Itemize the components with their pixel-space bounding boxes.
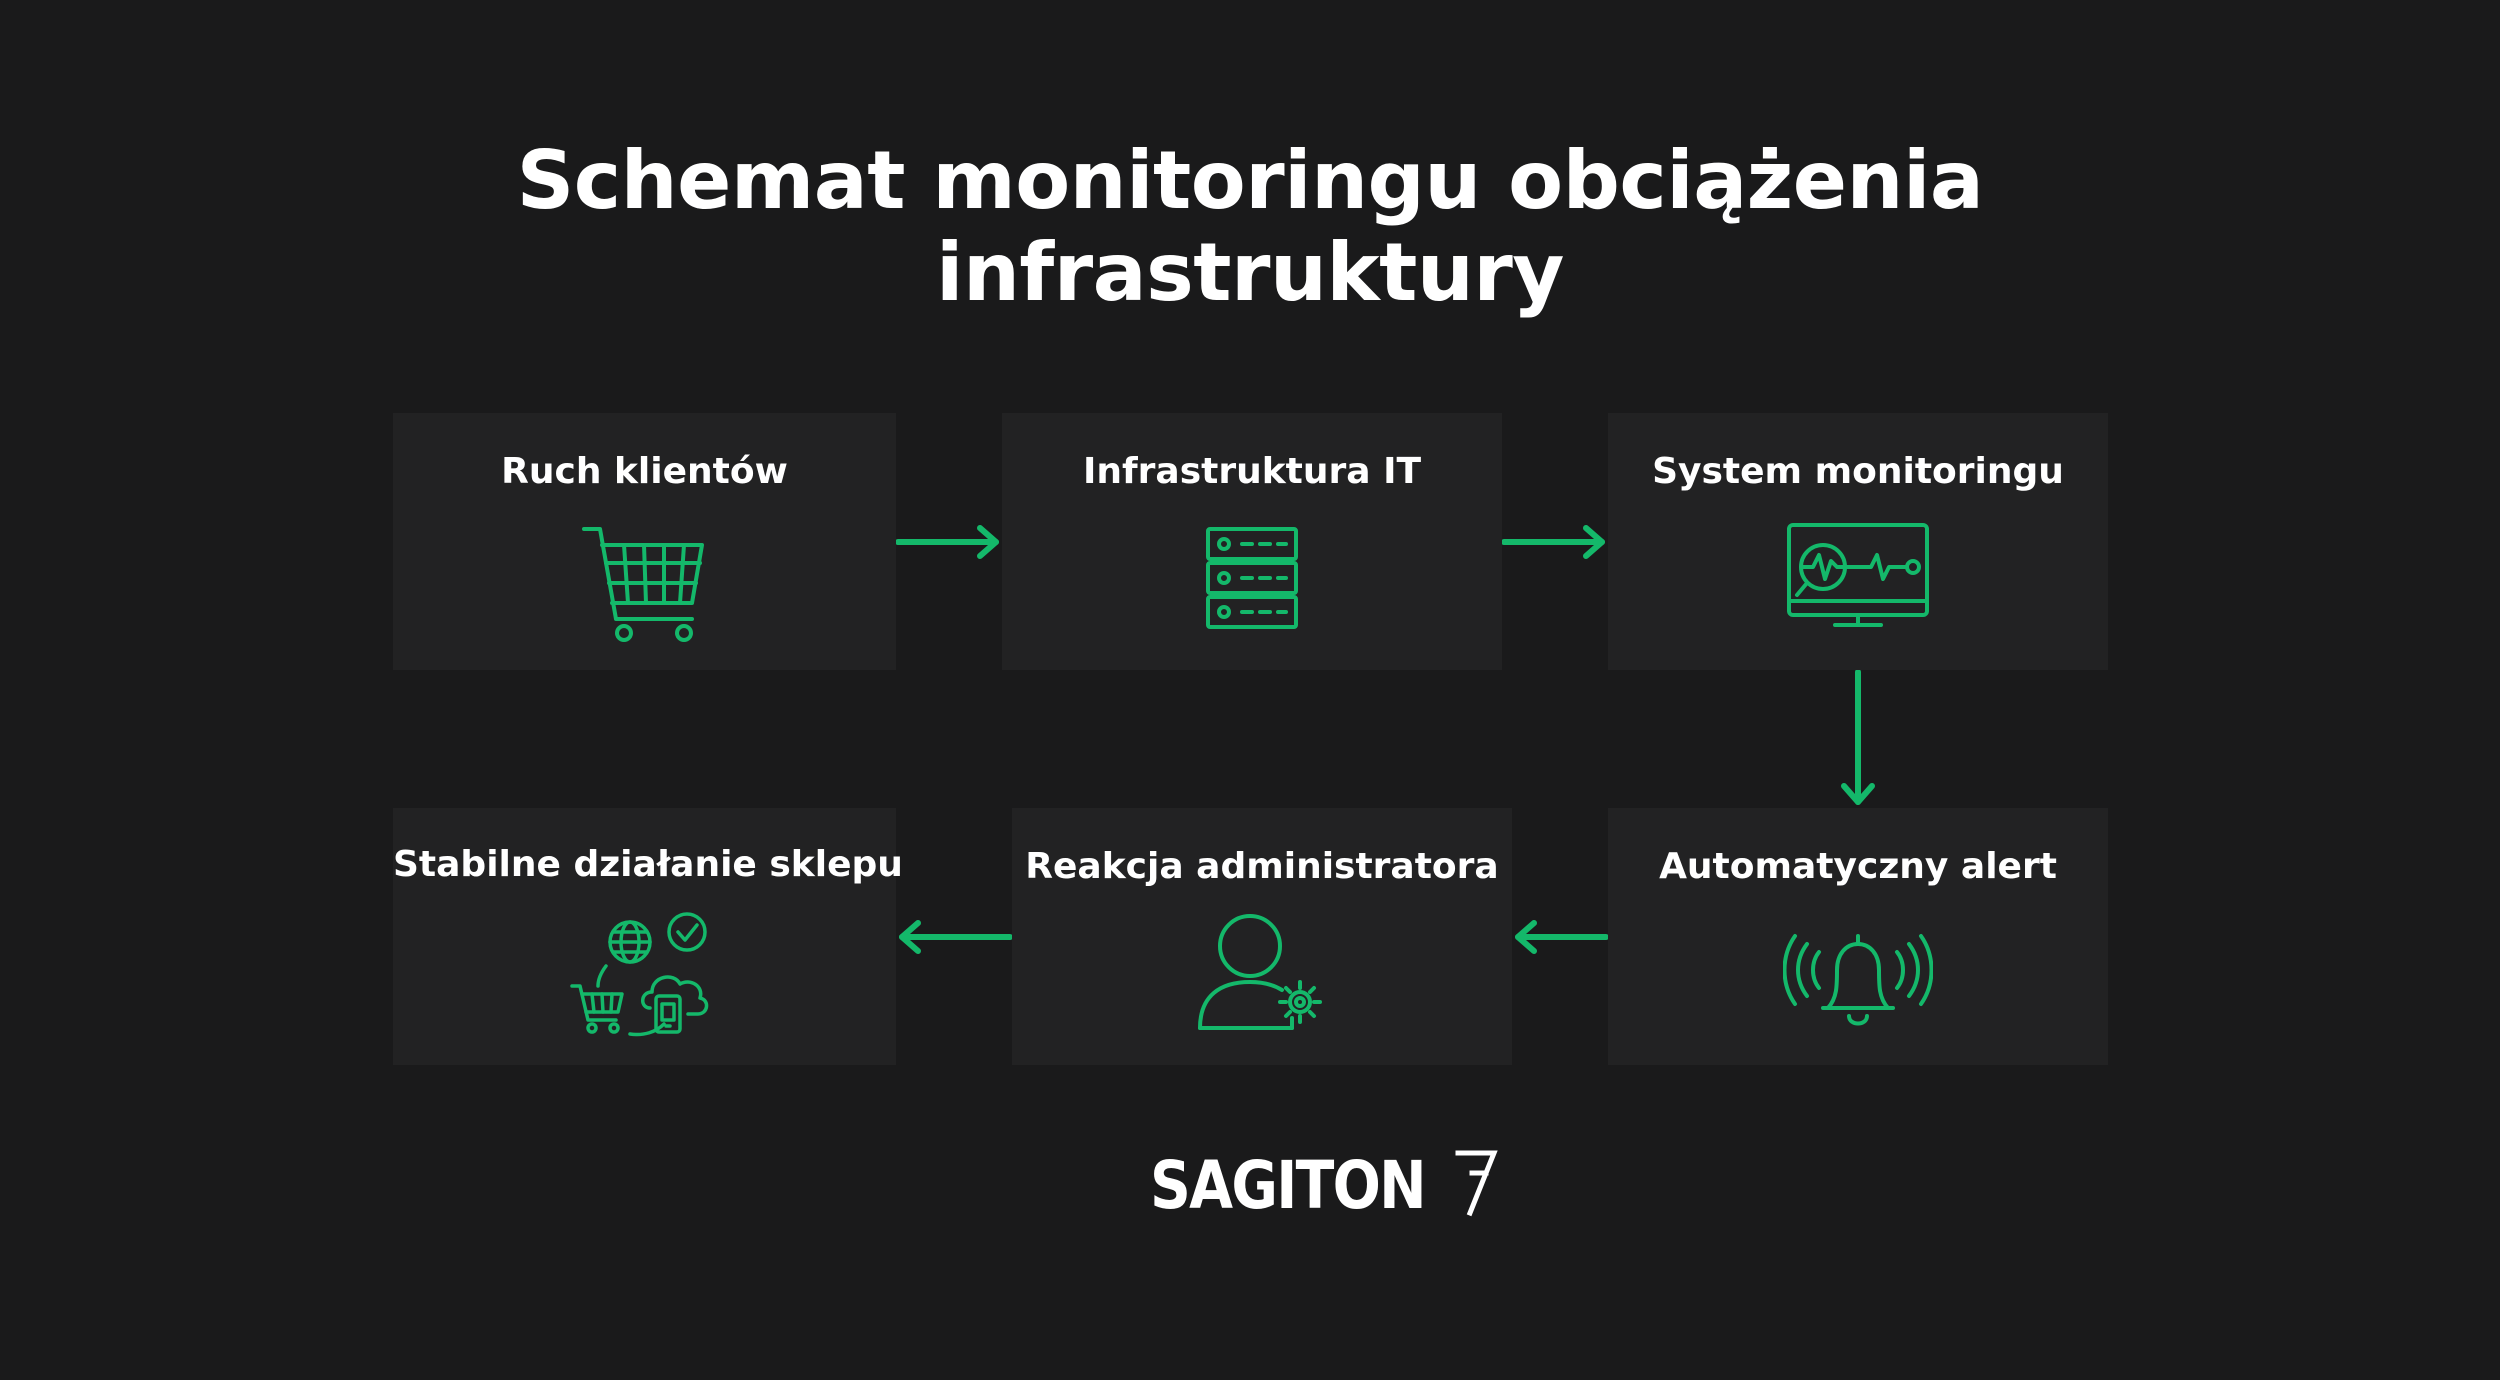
node-it-infrastructure: Infrastruktura IT	[1002, 413, 1502, 670]
monitor-analytics-icon	[1783, 521, 1933, 631]
shopping-cart-icon	[580, 523, 710, 643]
node-label: Ruch klientów	[501, 451, 788, 492]
diagram-title-line-1: Schemat monitoringu obciążenia	[516, 134, 1984, 227]
node-label: Automatyczny alert	[1659, 846, 2057, 887]
node-customer-traffic: Ruch klientów	[393, 413, 896, 670]
edge-customer-traffic-to-it-infrastructure	[896, 522, 1002, 562]
alarm-bell-icon	[1783, 916, 1933, 1036]
sagiton-logo: SAGITON	[1150, 1140, 1502, 1230]
node-automatic-alert: Automatyczny alert	[1608, 808, 2108, 1065]
edge-automatic-alert-to-admin-reaction	[1512, 917, 1608, 957]
node-label: Reakcja administratora	[1025, 846, 1499, 887]
logo-seven-mark	[1452, 1147, 1502, 1223]
node-label: System monitoringu	[1652, 451, 2064, 492]
server-rack-icon	[1202, 523, 1302, 633]
ecommerce-cloud-icon	[569, 910, 720, 1040]
node-admin-reaction: Reakcja administratora	[1012, 808, 1512, 1065]
admin-user-gear-icon	[1192, 910, 1332, 1035]
node-label: Stabilne działanie sklepu	[393, 844, 903, 885]
node-stable-shop: Stabilne działanie sklepu	[393, 808, 903, 1065]
diagram-title-line-2: infrastruktury	[936, 226, 1564, 319]
edge-admin-reaction-to-stable-shop	[896, 917, 1012, 957]
diagram-title: Schemat monitoringu obciążenia infrastru…	[0, 135, 2500, 319]
edge-it-infrastructure-to-monitoring-system	[1502, 522, 1608, 562]
logo-wordmark: SAGITON	[1150, 1146, 1427, 1224]
node-monitoring-system: System monitoringu	[1608, 413, 2108, 670]
node-label: Infrastruktura IT	[1082, 451, 1422, 492]
edge-monitoring-system-to-automatic-alert	[1838, 670, 1878, 808]
